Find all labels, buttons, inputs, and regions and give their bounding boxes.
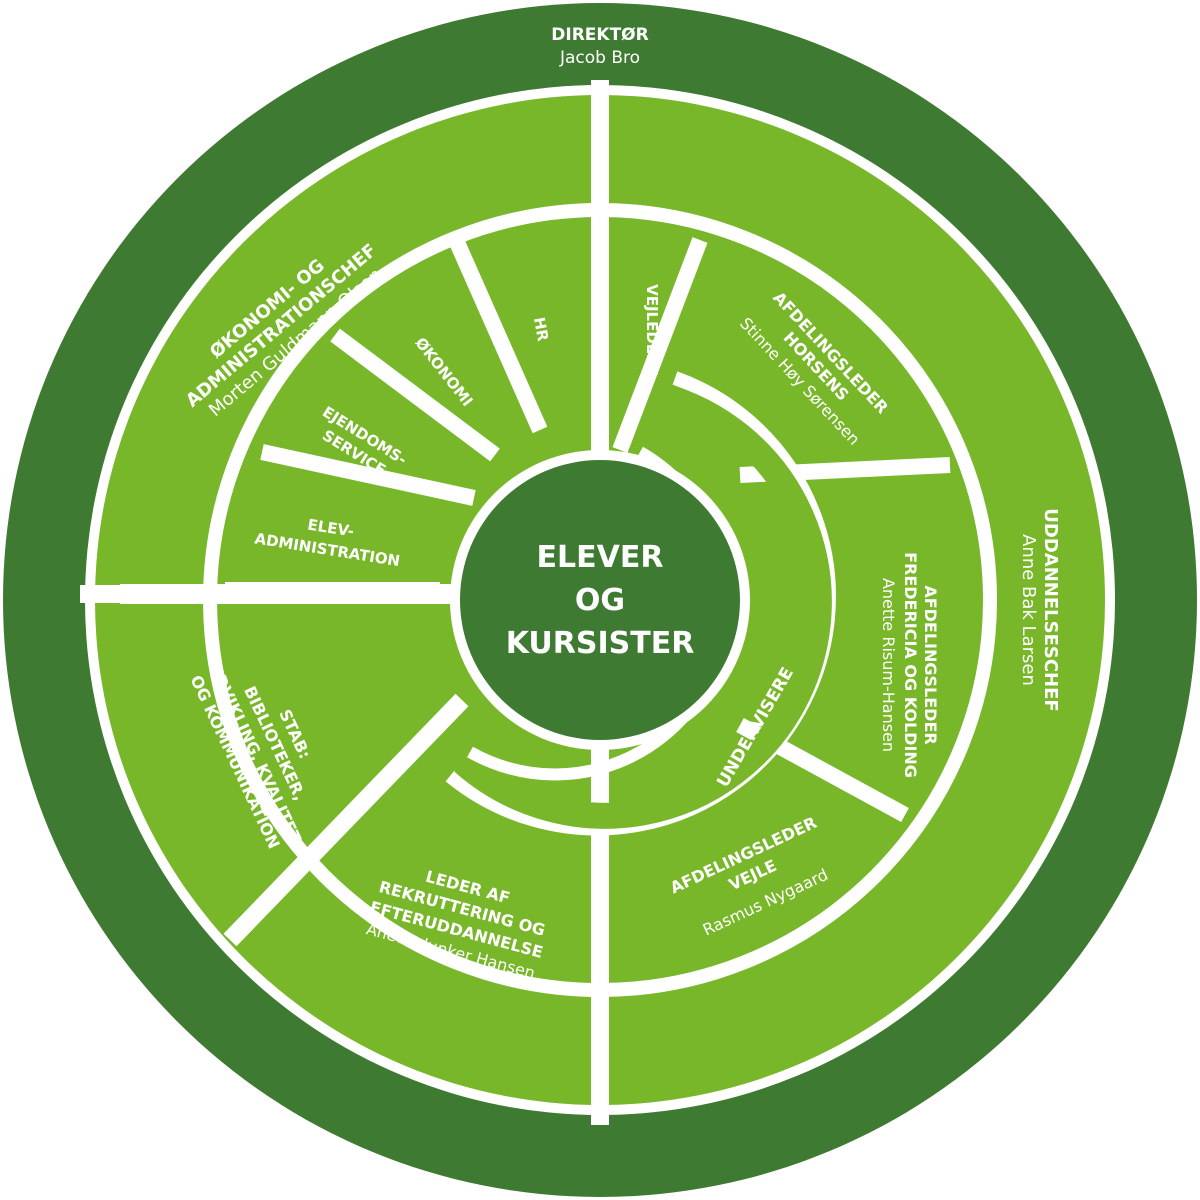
center-line-3: KURSISTER xyxy=(506,626,695,661)
center-label: ELEVER OG KURSISTER xyxy=(506,540,695,661)
fredericia-title-1: AFDELINGSLEDER xyxy=(921,585,940,744)
director-title: DIREKTØR xyxy=(551,25,648,45)
fredericia-title-2: FREDERICIA OG KOLDING xyxy=(901,552,920,778)
director-name: Jacob Bro xyxy=(559,48,640,68)
fredericia-label: AFDELINGSLEDER FREDERICIA OG KOLDING Ane… xyxy=(879,552,940,778)
center-disk xyxy=(460,460,740,740)
education-chief-label: UDDANNELSESCHEF Anne Bak Larsen xyxy=(1018,508,1061,711)
undervisere-ring-band xyxy=(454,382,832,829)
unit-hr: HR xyxy=(530,316,552,343)
unit-vejledere: VEJLEDERE xyxy=(643,284,661,376)
center-line-2: OG xyxy=(575,583,625,618)
education-chief-name: Anne Bak Larsen xyxy=(1018,534,1039,686)
center-line-1: ELEVER xyxy=(537,540,664,575)
education-chief-title: UDDANNELSESCHEF xyxy=(1040,508,1061,711)
fredericia-name: Anette Risum-Hansen xyxy=(879,578,898,752)
